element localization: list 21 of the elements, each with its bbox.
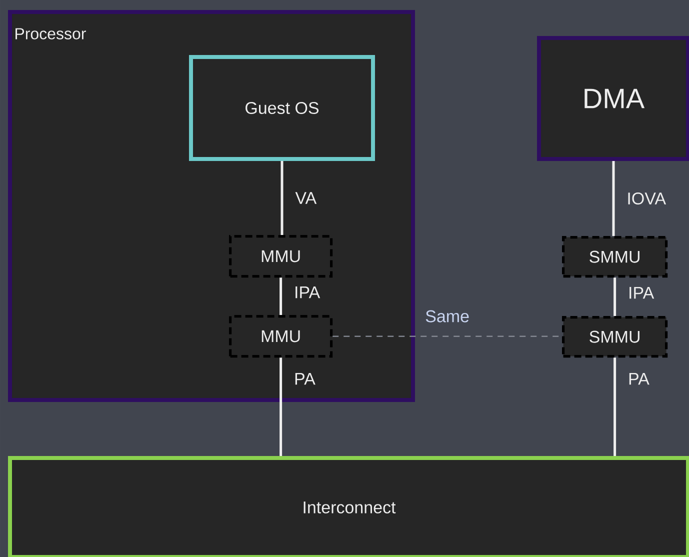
edge-label: PA	[295, 372, 316, 385]
interconnect-bar: Interconnect	[8, 456, 689, 557]
edge-label: IPA	[296, 286, 320, 298]
connector-line	[280, 161, 284, 235]
connector-line	[612, 161, 615, 236]
translation-unit-box: MMU	[229, 315, 333, 358]
connector-line	[280, 278, 282, 315]
connector-line	[280, 358, 282, 456]
box-title: Processor	[16, 28, 86, 40]
edge-label: IPA	[630, 286, 654, 299]
edge-label: PA	[629, 372, 650, 385]
translation-unit-box: SMMU	[562, 316, 668, 358]
component-box: DMA	[537, 36, 689, 161]
edge-label: Same	[426, 310, 469, 322]
connector-line	[614, 358, 616, 456]
edge-label: VA	[295, 192, 317, 204]
guest-os-box: Guest OS	[189, 55, 375, 161]
translation-unit-box: SMMU	[562, 236, 668, 278]
edge-label: IOVA	[628, 192, 666, 205]
translation-unit-box: MMU	[229, 235, 333, 278]
connector-line	[614, 278, 616, 316]
